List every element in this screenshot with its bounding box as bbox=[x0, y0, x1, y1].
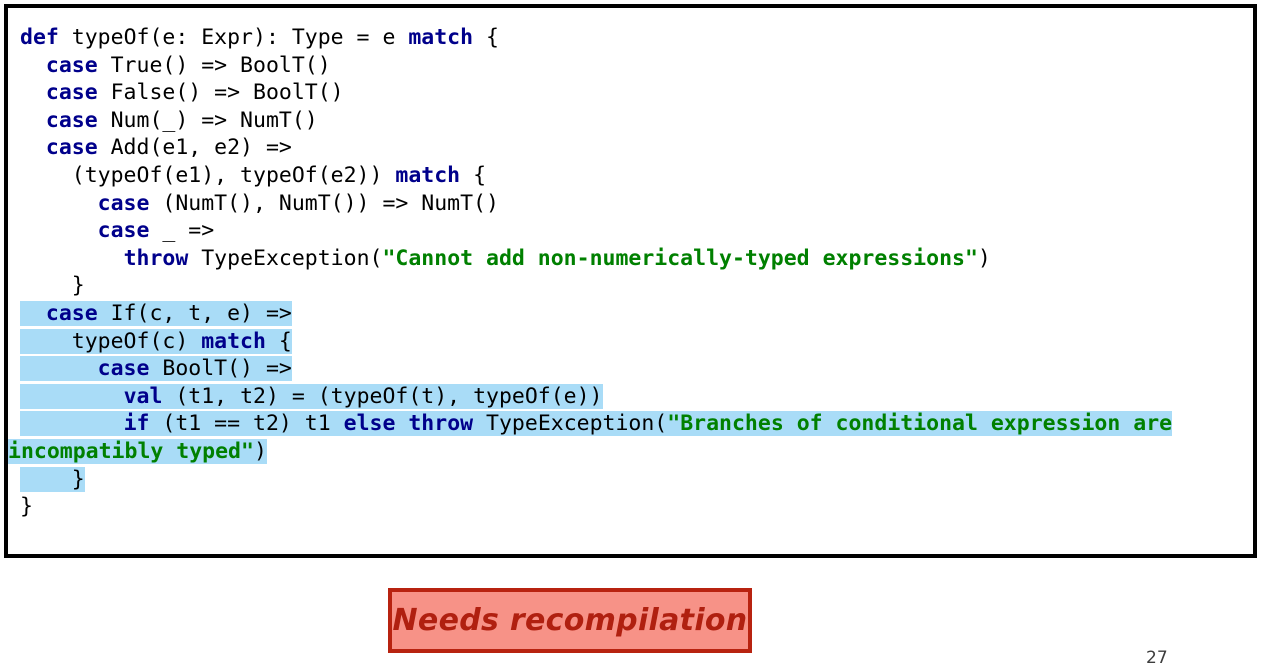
code-frame: def typeOf(e: Expr): Type = e match { ca… bbox=[4, 4, 1257, 558]
code-token-kw: case bbox=[45, 80, 98, 106]
code-token-pl: _ => bbox=[149, 218, 215, 244]
code-line: } bbox=[20, 466, 1253, 494]
code-token-pl bbox=[20, 80, 46, 105]
code-line-plain: (typeOf(e1), typeOf(e2)) match { bbox=[20, 163, 486, 188]
code-line: def typeOf(e: Expr): Type = e match { bbox=[20, 24, 1253, 52]
code-line: typeOf(c) match { bbox=[20, 328, 1253, 356]
code-line: } bbox=[20, 272, 1253, 300]
code-line-plain: def typeOf(e: Expr): Type = e match { bbox=[20, 25, 499, 50]
code-token-pl bbox=[395, 411, 408, 436]
code-token-pl bbox=[20, 411, 124, 436]
code-token-str: incompatibly typed" bbox=[8, 438, 254, 464]
code-token-pl: (NumT(), NumT()) => NumT() bbox=[149, 190, 499, 216]
code-line-highlighted: case If(c, t, e) => bbox=[20, 300, 292, 326]
code-token-pl: typeOf(c) bbox=[20, 328, 202, 354]
code-token-pl: False() => BoolT() bbox=[97, 80, 344, 106]
code-token-kw: case bbox=[45, 135, 98, 161]
code-token-pl bbox=[20, 108, 46, 133]
code-token-kw: match bbox=[201, 328, 266, 354]
code-token-kw: case bbox=[97, 356, 150, 382]
code-line-highlighted: if (t1 == t2) t1 else throw TypeExceptio… bbox=[20, 411, 1173, 437]
code-token-pl: If(c, t, e) => bbox=[97, 300, 292, 326]
code-token-kw: throw bbox=[123, 245, 189, 271]
code-line-highlighted: incompatibly typed") bbox=[8, 438, 267, 464]
code-token-pl: typeOf(e: Expr): Type = e bbox=[58, 25, 409, 50]
code-line: val (t1, t2) = (typeOf(t), typeOf(e)) bbox=[20, 383, 1253, 411]
code-token-kw: if bbox=[123, 411, 150, 437]
code-line: case BoolT() => bbox=[20, 355, 1253, 383]
code-line: case True() => BoolT() bbox=[20, 52, 1253, 80]
code-token-pl: { bbox=[473, 25, 499, 50]
code-line-plain: throw TypeException("Cannot add non-nume… bbox=[20, 246, 991, 271]
code-token-pl: TypeException( bbox=[473, 411, 668, 437]
code-token-pl: BoolT() => bbox=[149, 356, 292, 382]
code-token-kw: case bbox=[45, 52, 98, 78]
code-token-pl: Num(_) => NumT() bbox=[97, 107, 318, 133]
code-token-pl: { bbox=[460, 162, 487, 188]
code-token-kw: case bbox=[45, 300, 98, 326]
callout-label: Needs recompilation bbox=[392, 603, 748, 638]
code-token-kw: def bbox=[20, 25, 59, 50]
code-line: incompatibly typed") bbox=[8, 438, 1253, 466]
code-line-plain: } bbox=[20, 273, 85, 298]
code-token-pl: } bbox=[20, 494, 33, 520]
code-token-pl bbox=[20, 218, 98, 243]
code-token-pl: TypeException( bbox=[188, 245, 383, 271]
code-line: case _ => bbox=[20, 217, 1253, 245]
code-line: if (t1 == t2) t1 else throw TypeExceptio… bbox=[20, 410, 1253, 438]
code-token-kw: case bbox=[97, 190, 150, 216]
code-token-str: "Cannot add non-numerically-typed expres… bbox=[382, 245, 978, 271]
code-token-pl: } bbox=[20, 466, 85, 492]
code-line: case Num(_) => NumT() bbox=[20, 107, 1253, 135]
code-line-highlighted: case BoolT() => bbox=[20, 356, 292, 382]
code-token-kw: match bbox=[408, 25, 474, 50]
code-token-pl: { bbox=[265, 328, 292, 354]
code-token-str: "Branches of conditional expression are bbox=[667, 411, 1173, 437]
code-line: case (NumT(), NumT()) => NumT() bbox=[20, 190, 1253, 218]
code-token-kw: val bbox=[123, 383, 163, 409]
code-line: case If(c, t, e) => bbox=[20, 300, 1253, 328]
code-token-pl bbox=[20, 246, 124, 271]
code-token-kw: else bbox=[343, 411, 396, 437]
needs-recompilation-callout: Needs recompilation bbox=[388, 588, 752, 653]
code-line-plain: case True() => BoolT() bbox=[20, 53, 331, 78]
code-token-pl: ) bbox=[977, 245, 991, 271]
code-line: case Add(e1, e2) => bbox=[20, 134, 1253, 162]
page-number: 27 bbox=[1146, 648, 1168, 668]
code-line: (typeOf(e1), typeOf(e2)) match { bbox=[20, 162, 1253, 190]
code-token-pl: Add(e1, e2) => bbox=[97, 135, 292, 161]
code-line-plain: case False() => BoolT() bbox=[20, 80, 344, 105]
code-line-plain: case Num(_) => NumT() bbox=[20, 108, 318, 133]
code-line: } bbox=[20, 493, 1253, 521]
code-line-highlighted: } bbox=[20, 466, 85, 492]
code-token-pl bbox=[20, 356, 98, 381]
code-token-pl bbox=[20, 191, 98, 216]
code-token-pl bbox=[20, 53, 46, 78]
code-token-pl: True() => BoolT() bbox=[97, 52, 331, 78]
code-line: throw TypeException("Cannot add non-nume… bbox=[20, 245, 1253, 273]
code-listing: def typeOf(e: Expr): Type = e match { ca… bbox=[8, 24, 1253, 521]
code-line-plain: case _ => bbox=[20, 218, 215, 244]
code-token-pl bbox=[20, 135, 46, 160]
code-token-kw: match bbox=[395, 162, 461, 188]
code-token-pl: (t1 == t2) t1 bbox=[149, 411, 344, 437]
code-token-pl: ) bbox=[253, 438, 267, 464]
code-line-plain: } bbox=[20, 494, 33, 519]
code-line: case False() => BoolT() bbox=[20, 79, 1253, 107]
code-token-pl bbox=[20, 301, 46, 326]
code-token-kw: case bbox=[97, 218, 150, 244]
code-line-highlighted: val (t1, t2) = (typeOf(t), typeOf(e)) bbox=[20, 383, 603, 409]
code-token-pl: (t1, t2) = (typeOf(t), typeOf(e)) bbox=[162, 383, 603, 409]
code-line-highlighted: typeOf(c) match { bbox=[20, 328, 292, 354]
code-token-kw: case bbox=[45, 107, 98, 133]
code-token-pl: (typeOf(e1), typeOf(e2)) bbox=[20, 162, 396, 188]
code-token-pl: } bbox=[20, 273, 85, 299]
code-line-plain: case (NumT(), NumT()) => NumT() bbox=[20, 191, 499, 216]
code-line-plain: case Add(e1, e2) => bbox=[20, 135, 292, 160]
code-token-kw: throw bbox=[408, 411, 474, 437]
code-token-pl bbox=[20, 384, 124, 409]
